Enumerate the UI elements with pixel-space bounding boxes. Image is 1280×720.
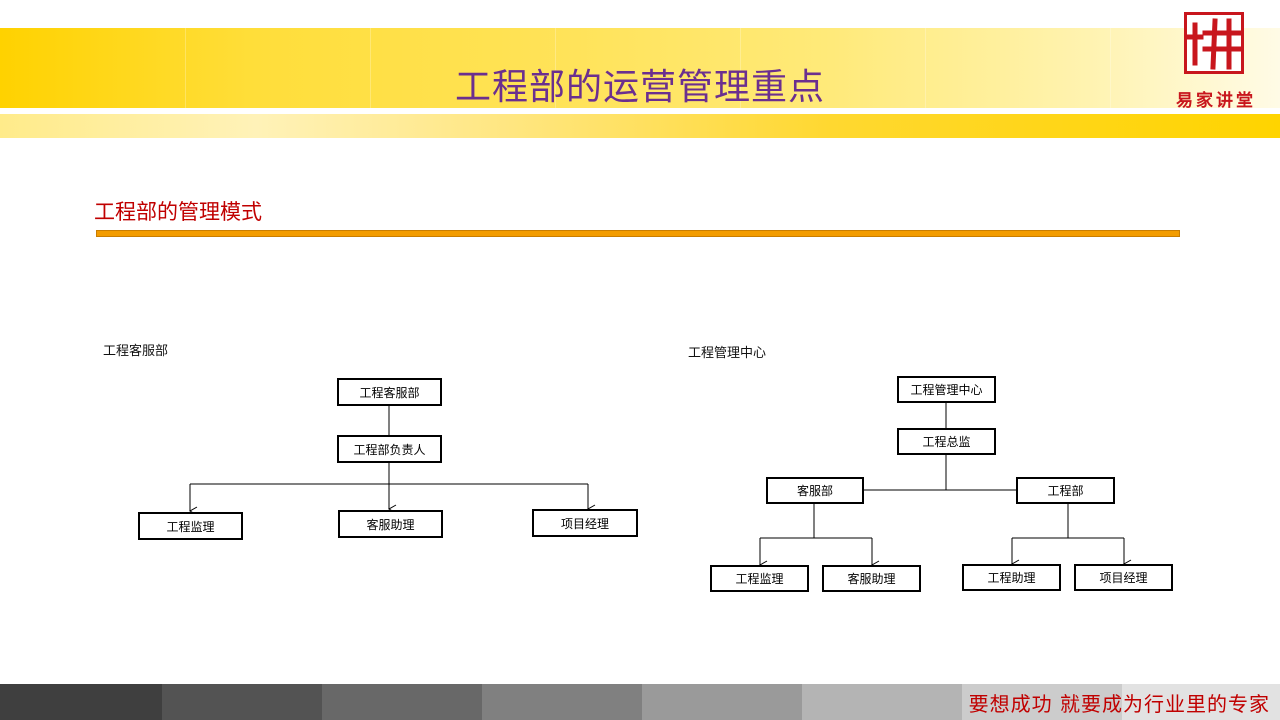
slide-title: 工程部的运营管理重点 [454, 67, 825, 108]
decorative-stripe [0, 114, 1280, 138]
node-customer-service-dept: 客服部 [766, 477, 864, 504]
logo: 易家讲堂 [1166, 12, 1266, 111]
diagram-label: 工程管理中心 [688, 346, 767, 361]
node-engineering-management-center: 工程管理中心 [897, 376, 996, 403]
section-title: 工程部的管理模式 [94, 200, 262, 224]
diagram-label: 工程客服部 [103, 344, 169, 359]
logo-text: 易家讲堂 [1176, 91, 1256, 111]
node-engineering-supervisor: 工程监理 [138, 512, 243, 540]
footer-slogan: 要想成功 就要成为行业里的专家 [968, 692, 1270, 716]
logo-mark-icon [1184, 12, 1244, 74]
connector-lines [758, 402, 1132, 570]
footer-band [0, 684, 1280, 720]
node-engineering-dept: 工程部 [1016, 477, 1115, 504]
node-engineering-service-dept: 工程客服部 [337, 378, 442, 406]
org-chart-engineering-service: 工程客服部 工程客服部 工程部负责人 工程监理 客服助理 项目经理 [96, 334, 646, 564]
node-project-manager: 项目经理 [532, 509, 638, 537]
org-chart-engineering-management: 工程管理中心 工程管理中心 工程总监 客服部 工程部 工程监理 客服助理 工程助… [680, 334, 1200, 599]
section-divider [96, 230, 1180, 237]
connector-lines [188, 406, 596, 516]
node-project-manager: 项目经理 [1074, 564, 1173, 591]
node-engineering-director: 工程总监 [897, 428, 996, 455]
node-service-assistant: 客服助理 [822, 565, 921, 592]
node-engineering-head: 工程部负责人 [337, 435, 442, 463]
title-band [0, 28, 1280, 108]
node-engineering-assistant: 工程助理 [962, 564, 1061, 591]
node-service-assistant: 客服助理 [338, 510, 443, 538]
node-engineering-supervisor: 工程监理 [710, 565, 809, 592]
